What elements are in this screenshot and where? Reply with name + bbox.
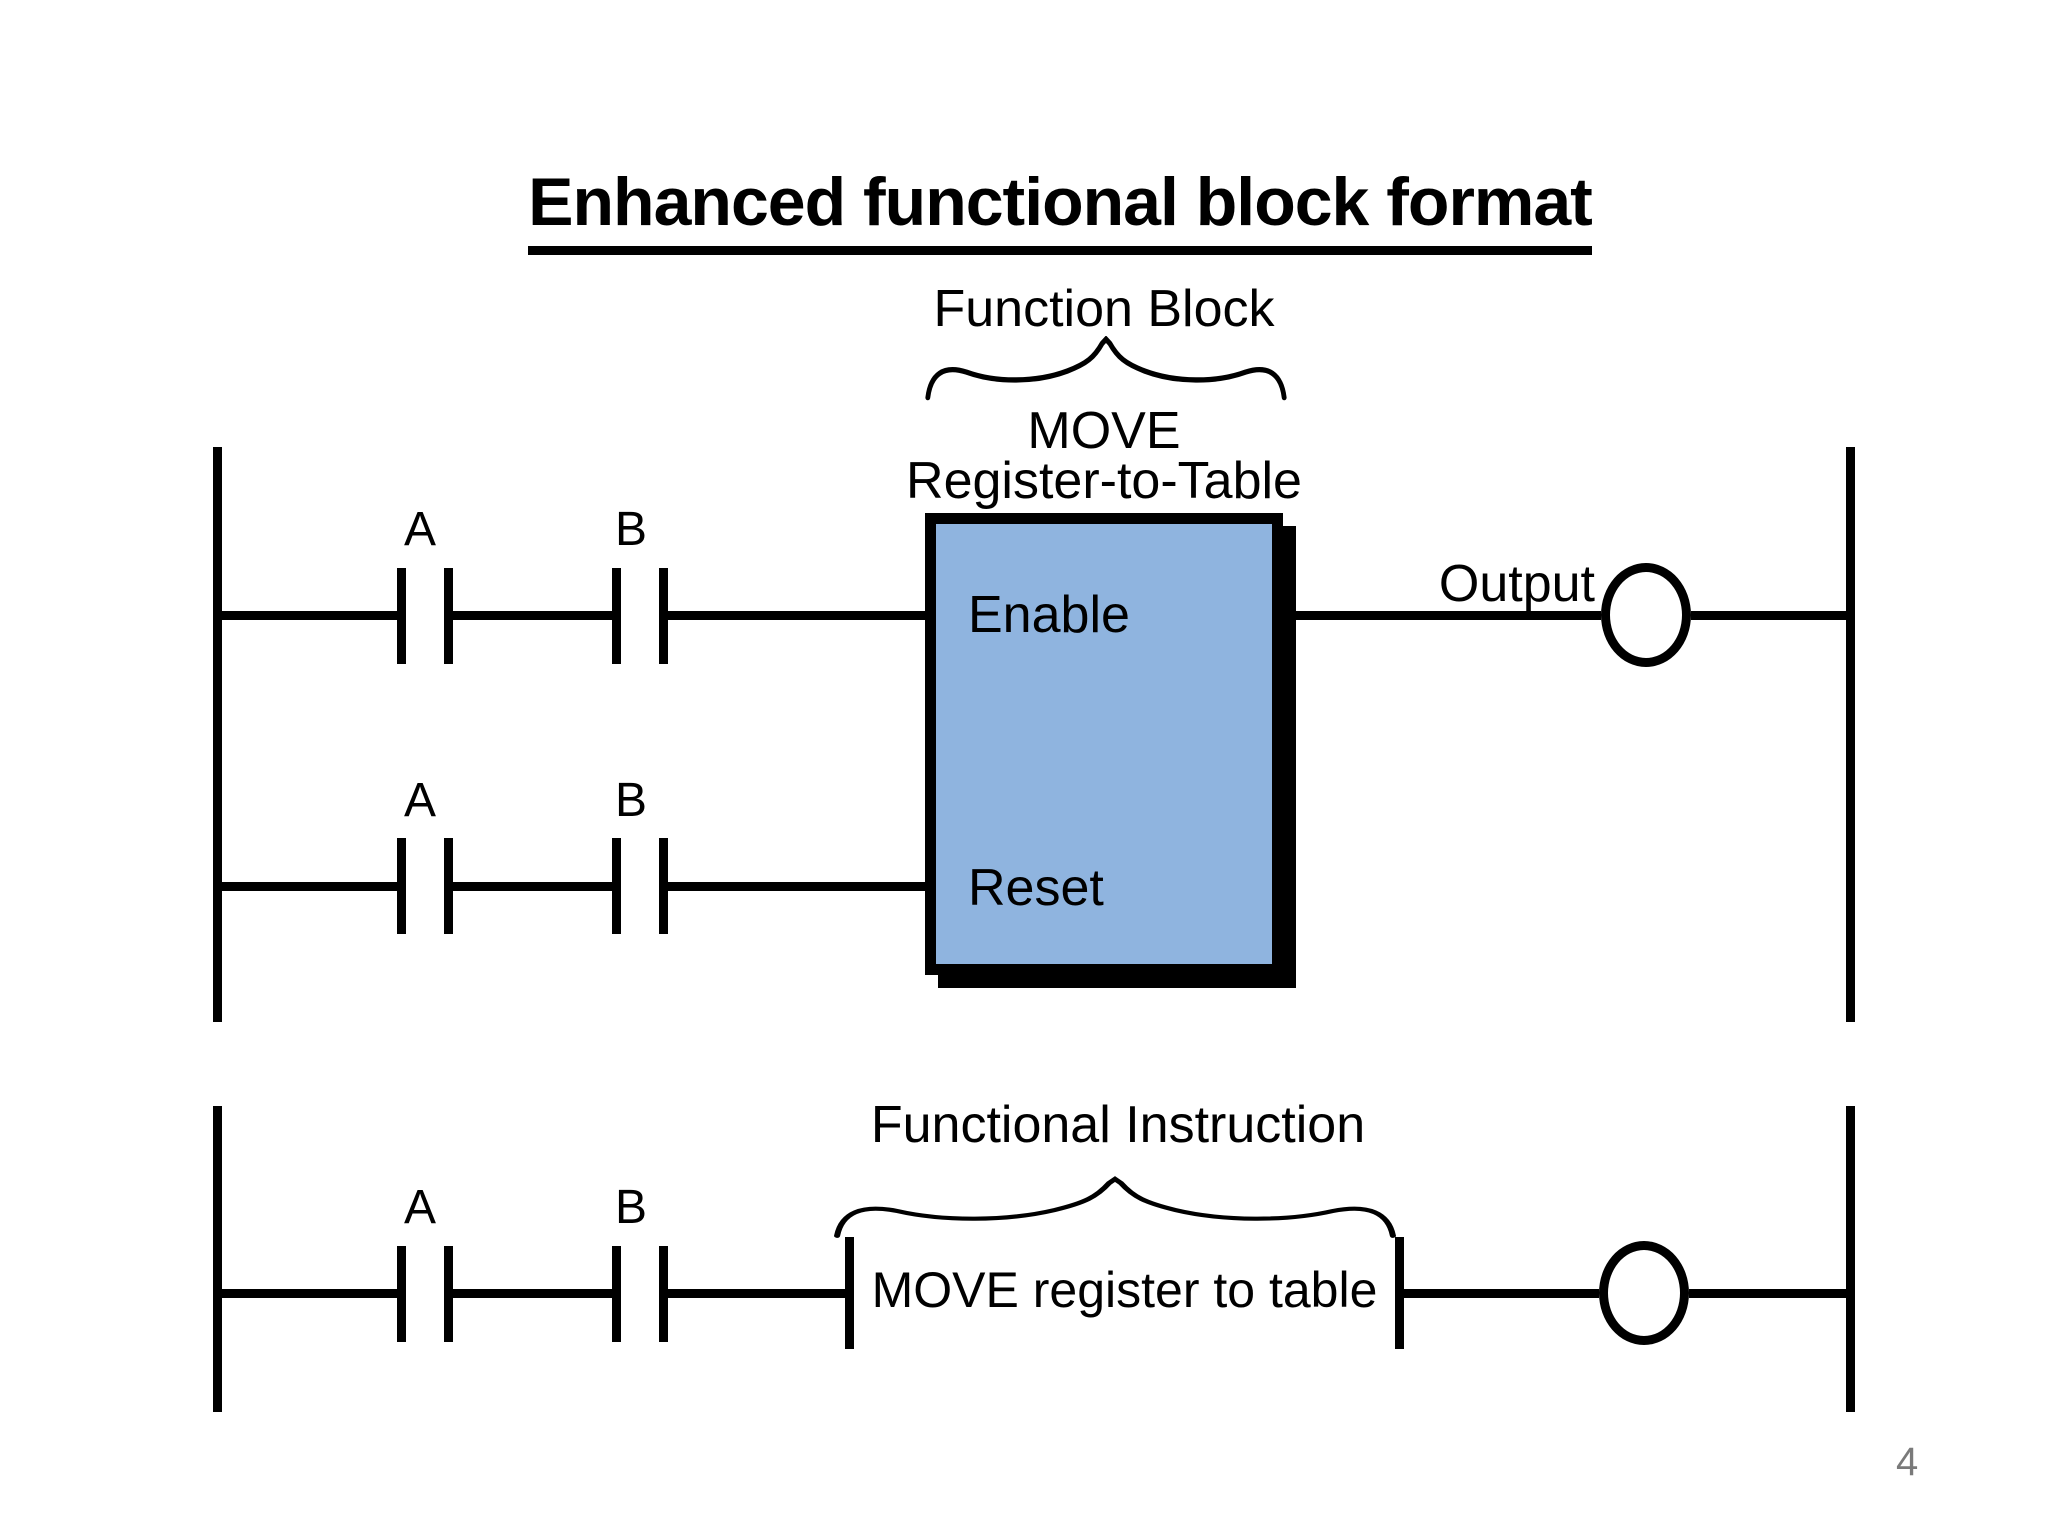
contact-label-a: A — [403, 1181, 436, 1234]
wire-segment — [1296, 611, 1601, 620]
contact-bar — [397, 838, 406, 934]
wire-segment — [668, 882, 925, 891]
contact-bar — [444, 568, 453, 664]
output-coil-icon — [1599, 1241, 1689, 1345]
enable-port-label: Enable — [968, 586, 1130, 644]
wire-segment — [213, 1289, 397, 1298]
page-title: Enhanced functional block format — [528, 168, 1593, 255]
contact-bar — [612, 838, 621, 934]
wire-segment — [213, 882, 397, 891]
contact-bar — [659, 1246, 668, 1342]
wire-segment — [213, 611, 397, 620]
output-label: Output — [1438, 555, 1595, 613]
right-power-rail-top — [1846, 447, 1855, 1022]
block-name-line2: Register-to-Table — [906, 452, 1302, 510]
right-power-rail-bottom — [1846, 1106, 1855, 1412]
contact-label-a: A — [403, 503, 436, 556]
contact-label-b: B — [614, 1181, 647, 1234]
output-coil-icon — [1601, 563, 1691, 667]
block-name-line1: MOVE — [1027, 402, 1181, 460]
left-power-rail-top — [213, 447, 222, 1022]
left-power-rail-bottom — [213, 1106, 222, 1412]
contact-bar — [397, 568, 406, 664]
instruction-label: MOVE register to table — [871, 1262, 1378, 1318]
functional-instruction-annotation: Functional Instruction — [870, 1096, 1366, 1154]
instruction-delimiter-left — [845, 1237, 854, 1349]
wire-segment — [668, 1289, 845, 1298]
contact-bar — [612, 1246, 621, 1342]
contact-bar — [612, 568, 621, 664]
instruction-delimiter-right — [1395, 1237, 1404, 1349]
contact-bar — [397, 1246, 406, 1342]
contact-label-a: A — [403, 774, 436, 827]
page-number: 4 — [1896, 1440, 1919, 1484]
function-block-annotation: Function Block — [933, 280, 1275, 338]
reset-port-label: Reset — [968, 859, 1104, 917]
contact-bar — [444, 838, 453, 934]
title-area: Enhanced functional block format — [72, 168, 2048, 255]
curly-brace-icon — [925, 336, 1287, 401]
contact-bar — [444, 1246, 453, 1342]
wire-segment — [668, 611, 925, 620]
wire-segment — [453, 882, 612, 891]
contact-bar — [659, 838, 668, 934]
curly-brace-icon — [834, 1176, 1396, 1238]
function-block — [925, 513, 1283, 975]
contact-label-b: B — [614, 774, 647, 827]
contact-bar — [659, 568, 668, 664]
wire-segment — [453, 611, 612, 620]
wire-segment — [1691, 611, 1846, 620]
wire-segment — [1689, 1289, 1846, 1298]
contact-label-b: B — [614, 503, 647, 556]
wire-segment — [1404, 1289, 1599, 1298]
wire-segment — [453, 1289, 612, 1298]
